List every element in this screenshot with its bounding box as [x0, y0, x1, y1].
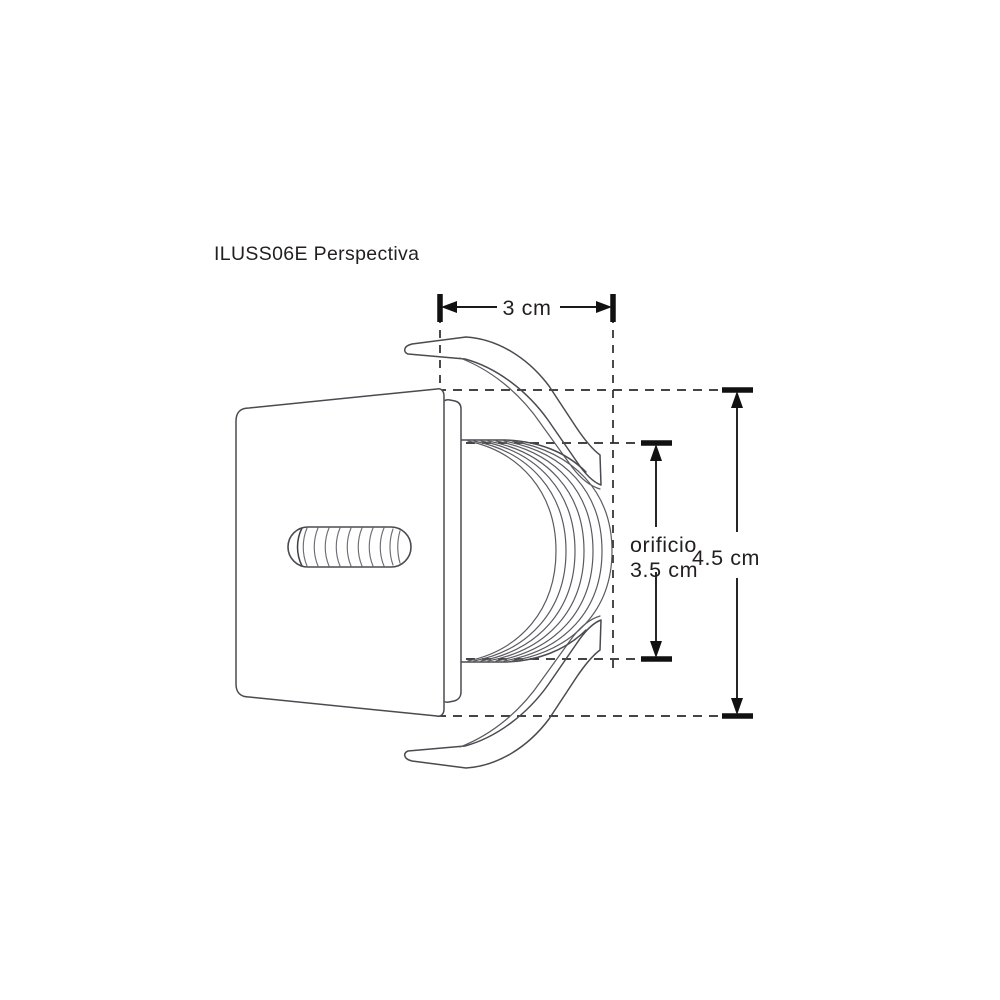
can-rim-bottom: [457, 629, 587, 663]
can-arc-4: [487, 440, 585, 662]
dim-overall-arrow-top: [731, 391, 743, 408]
slot-rib-2: [313, 527, 319, 567]
can-rim-top: [457, 439, 587, 473]
spring-clip-top-crease: [459, 357, 601, 490]
dim-overall-label: 4.5 cm: [692, 546, 760, 570]
spring-clip-bottom-crease: [459, 615, 601, 748]
dim-overall-arrow-bottom: [731, 698, 743, 715]
dim-orifice-label-line1: orificio: [630, 533, 697, 557]
can-arc-6: [503, 440, 603, 662]
slot-rib-10: [397, 530, 401, 564]
dim-orifice-arrow-top: [650, 444, 662, 461]
light-slot-outline: [287, 526, 412, 568]
dim-orifice-arrow-bottom: [650, 641, 662, 658]
slot-rib-3: [324, 527, 330, 567]
slot-rib-lead: [296, 527, 303, 567]
recessed-can-body: [457, 439, 613, 663]
can-arc-2: [473, 440, 567, 662]
spring-clip-top: [404, 336, 602, 486]
slot-rib-6: [357, 527, 363, 567]
dimension-overall-4_5cm: 4.5 cm: [692, 387, 760, 719]
slot-rib-4: [335, 527, 341, 567]
dim-width-arrow-right: [596, 301, 612, 313]
spring-clips-group: [404, 336, 602, 769]
drawing-title: ILUSS06E Perspectiva: [214, 243, 419, 265]
slot-rib-9: [389, 528, 394, 566]
dimension-width-3cm: 3 cm: [437, 294, 616, 322]
can-arc-3: [480, 440, 576, 662]
dim-orifice-label-line2: 3.5 cm: [630, 558, 698, 582]
can-arc-7: [511, 440, 613, 662]
slot-rib-8: [379, 527, 385, 567]
dimension-orifice-3_5cm: orificio 3.5 cm: [630, 440, 698, 662]
faceplate-group: [235, 388, 462, 717]
extension-lines-group: [437, 300, 748, 717]
can-arc-5: [495, 440, 594, 662]
light-slot-group: [287, 526, 412, 568]
can-arc-1: [467, 440, 557, 662]
slot-rib-1: [302, 527, 308, 567]
dim-width-label: 3 cm: [503, 296, 552, 320]
dim-width-arrow-left: [441, 301, 457, 313]
slot-rib-7: [368, 527, 374, 567]
spring-clip-bottom: [404, 619, 602, 769]
slot-rib-5: [346, 527, 352, 567]
